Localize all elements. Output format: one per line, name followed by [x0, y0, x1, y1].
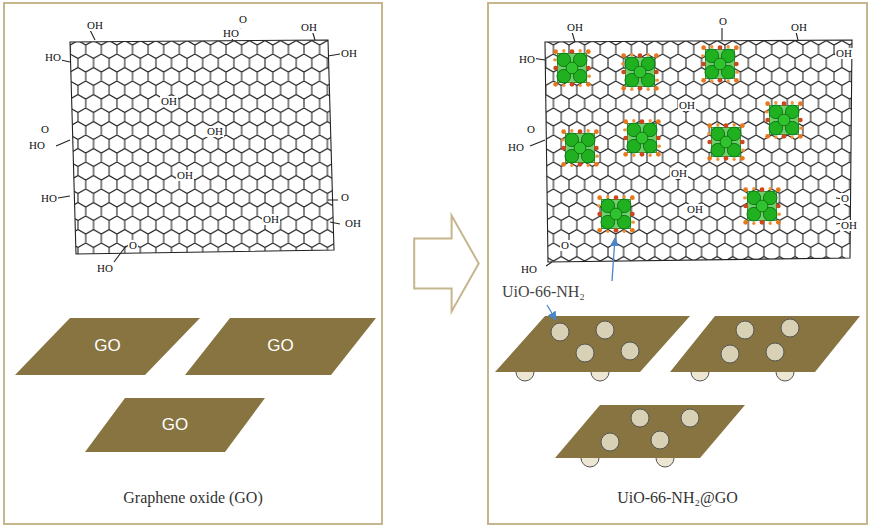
- panel-box: UiO-66-NH₂@GO: [487, 2, 868, 525]
- graphene-sheet: GO: [15, 318, 200, 375]
- functional-group-label: OH: [206, 126, 224, 137]
- sheet-label: GO: [162, 416, 188, 435]
- functional-group-label: OH: [262, 214, 280, 225]
- sheet-label: GO: [267, 337, 293, 356]
- functional-group-label: HO: [520, 264, 538, 275]
- functional-group-label: HO: [96, 263, 114, 274]
- callout-label: UiO-66-NH₂: [500, 283, 587, 301]
- sheet-outline: [85, 398, 265, 452]
- functional-group-label: OH: [176, 170, 194, 181]
- graphene-sheet: GO: [85, 398, 265, 452]
- functional-group-label: OH: [790, 22, 808, 33]
- functional-group-label: O: [526, 124, 536, 135]
- block-arrow: [414, 216, 479, 312]
- functional-group-label: O: [40, 124, 50, 135]
- functional-group-label: HO: [518, 54, 536, 65]
- panel-caption: Graphene oxide (GO): [5, 488, 381, 507]
- functional-group-label: OH: [344, 218, 362, 229]
- functional-group-label: OH: [835, 48, 853, 59]
- panel-caption: UiO-66-NH₂@GO: [489, 488, 866, 507]
- functional-group-label: HO: [222, 28, 240, 39]
- functional-group-label: O: [128, 240, 138, 251]
- functional-group-label: OH: [340, 48, 358, 59]
- functional-group-label: O: [560, 240, 570, 251]
- functional-group-label: OH: [160, 96, 178, 107]
- functional-group-label: O: [340, 192, 350, 203]
- functional-group-label: HO: [507, 142, 525, 153]
- functional-group-label: O: [840, 193, 850, 204]
- functional-group-label: OH: [86, 20, 104, 31]
- functional-group-label: OH: [300, 22, 318, 33]
- functional-group-label: O: [718, 16, 728, 27]
- functional-group-label: OH: [686, 204, 704, 215]
- graphene-sheet: GO: [185, 318, 376, 375]
- functional-group-label: OH: [670, 168, 688, 179]
- functional-group-label: OH: [840, 220, 858, 231]
- functional-group-label: OH: [678, 100, 696, 111]
- sheet-label: GO: [94, 337, 120, 356]
- panel-box: Graphene oxide (GO) GO GO GO: [3, 2, 383, 525]
- sheet-outline: [15, 318, 200, 375]
- functional-group-label: OH: [566, 22, 584, 33]
- functional-group-label: HO: [28, 140, 46, 151]
- functional-group-label: HO: [44, 52, 62, 63]
- sheet-outline: [185, 318, 376, 375]
- functional-group-label: O: [238, 14, 248, 25]
- functional-group-label: HO: [40, 193, 58, 204]
